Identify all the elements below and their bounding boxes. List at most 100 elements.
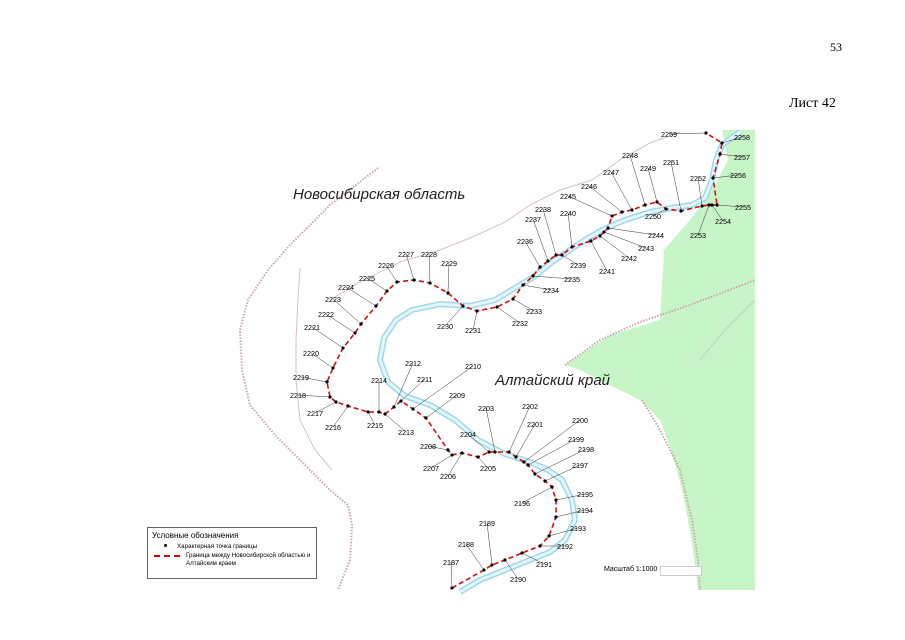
point-label-2228: 2228 <box>421 250 437 259</box>
leader-line-2239 <box>561 254 579 266</box>
leader-line-2232 <box>496 306 521 324</box>
point-label-2222: 2222 <box>318 310 334 319</box>
region-label-north: Новосибирская область <box>293 186 465 203</box>
point-label-2200: 2200 <box>572 416 588 425</box>
boundary-point-2251 <box>679 209 683 213</box>
point-label-2203: 2203 <box>478 404 494 413</box>
boundary-point-2201 <box>514 455 518 459</box>
legend-point-label: Характерная точка границы <box>177 543 258 550</box>
leader-line-2257 <box>719 153 743 158</box>
boundary-point-2189 <box>490 563 494 567</box>
leader-line-2224 <box>345 286 377 307</box>
leader-line-2187 <box>450 561 453 589</box>
boundary-point-2228 <box>428 281 432 285</box>
leader-line-2195 <box>555 493 586 501</box>
sheet-label: Лист 42 <box>789 96 836 111</box>
leader-line-2204 <box>467 433 490 453</box>
point-label-2240: 2240 <box>560 209 576 218</box>
boundary-point-2208 <box>446 448 450 452</box>
boundary-point-2234 <box>521 283 525 287</box>
boundary-point-2207 <box>450 453 454 457</box>
boundary-point-2243 <box>602 230 606 234</box>
leader-line-2213 <box>384 413 407 433</box>
point-label-2258: 2258 <box>734 133 750 142</box>
legend-title: Условные обозначения <box>152 531 239 540</box>
leader-line-2240 <box>567 212 573 248</box>
boundary-point-2237 <box>546 259 550 263</box>
point-label-2253: 2253 <box>690 231 706 240</box>
boundary-point-2194 <box>554 515 558 519</box>
boundary-point-2254 <box>710 203 714 207</box>
boundary-point-2247 <box>630 208 634 212</box>
leader-line-2196 <box>521 486 553 504</box>
forest-area <box>565 130 755 590</box>
road-north <box>329 131 681 301</box>
point-label-2208: 2208 <box>420 442 436 451</box>
boundary-point-2221 <box>341 346 345 350</box>
point-label-2190: 2190 <box>510 575 526 584</box>
boundary-point-2218 <box>328 395 332 399</box>
leader-line-2211 <box>400 378 426 402</box>
boundary-point-2236 <box>538 265 542 269</box>
point-label-2248: 2248 <box>622 151 638 160</box>
point-label-2259: 2259 <box>661 130 677 139</box>
point-label-2234: 2234 <box>543 286 559 295</box>
point-label-2249: 2249 <box>640 164 656 173</box>
dashed-line-icon <box>154 555 180 557</box>
point-label-2245: 2245 <box>560 192 576 201</box>
boundary-point-2231 <box>475 309 479 313</box>
boundary-point-2222 <box>353 331 357 335</box>
point-label-2220: 2220 <box>303 349 319 358</box>
leader-line-2194 <box>555 509 586 518</box>
leader-line-2258 <box>721 136 743 144</box>
boundary-point-2215 <box>366 410 370 414</box>
point-label-2219: 2219 <box>293 373 309 382</box>
leader-line-2248 <box>629 154 646 206</box>
boundary-point-2202 <box>507 450 511 454</box>
point-label-2204: 2204 <box>460 430 476 439</box>
leader-line-2188 <box>465 543 485 571</box>
leader-line-2246 <box>588 185 623 213</box>
point-label-2199: 2199 <box>568 435 584 444</box>
point-label-2189: 2189 <box>479 519 495 528</box>
leader-line-2243 <box>603 231 647 249</box>
boundary-point-2246 <box>620 210 624 214</box>
leader-line-2202 <box>508 405 531 453</box>
point-label-2252: 2252 <box>690 174 706 183</box>
boundary-point-2204 <box>487 450 491 454</box>
boundary-point-2227 <box>412 278 416 282</box>
page-number: 53 <box>830 40 842 54</box>
scale-bar <box>660 566 702 576</box>
point-label-2231: 2231 <box>465 326 481 335</box>
leader-line-2206 <box>447 452 463 477</box>
boundary-point-2253 <box>707 203 711 207</box>
boundary-point-2242 <box>598 234 602 238</box>
point-label-2224: 2224 <box>338 283 354 292</box>
leader-line-2220 <box>310 352 334 369</box>
boundary-point-2232 <box>495 305 499 309</box>
leader-lines <box>297 132 744 589</box>
boundary-point-2199 <box>526 463 530 467</box>
point-label-2216: 2216 <box>325 423 341 432</box>
leader-line-2197 <box>544 464 581 482</box>
leader-line-2190 <box>504 559 519 580</box>
leader-line-2219 <box>300 376 328 383</box>
leader-line-2247 <box>610 171 633 211</box>
leader-line-2193 <box>548 527 579 537</box>
leader-line-2230 <box>444 305 464 327</box>
point-label-2242: 2242 <box>621 254 637 263</box>
boundary-point-2224 <box>374 304 378 308</box>
leader-line-2222 <box>325 313 356 334</box>
leader-line-2235 <box>532 275 573 280</box>
point-label-2206: 2206 <box>440 472 456 481</box>
leader-line-2215 <box>367 411 376 426</box>
boundary-point-2209 <box>424 416 428 420</box>
leader-line-2199 <box>527 438 577 466</box>
leader-line-2189 <box>486 522 493 566</box>
leader-line-2221 <box>311 326 344 349</box>
boundary-point-2238 <box>554 253 558 257</box>
point-label-2255: 2255 <box>735 203 751 212</box>
point-label-2241: 2241 <box>599 267 615 276</box>
leader-line-2201 <box>515 423 536 458</box>
point-label-2188: 2188 <box>458 540 474 549</box>
